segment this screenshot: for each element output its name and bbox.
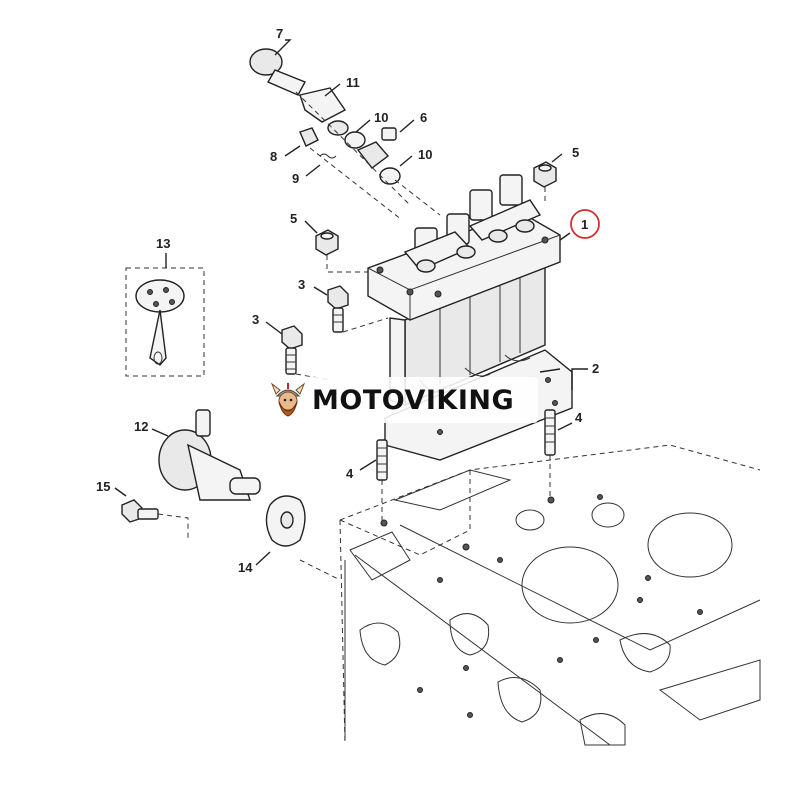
callout-10: 10: [374, 110, 388, 125]
stud-bolts: [376, 409, 556, 522]
callout-5: 5: [572, 145, 579, 160]
callout-15: 15: [96, 479, 110, 494]
callout-labels: 7 11 10 6 8 9 10 5 5 13 3 3 2 4 4 12 15 …: [96, 26, 600, 575]
callout-leaders: [114, 39, 588, 566]
callout-6: 6: [420, 110, 427, 125]
inset-part-13: [125, 267, 205, 377]
callout-4: 4: [346, 466, 354, 481]
viking-mascot-icon: [270, 382, 306, 417]
callout-13: 13: [156, 236, 170, 251]
callout-11: 11: [346, 75, 360, 90]
callout-3: 3: [298, 277, 305, 292]
callout-7: 7: [276, 26, 283, 41]
feed-pump: [121, 409, 341, 581]
highlight-circle: [570, 209, 600, 239]
watermark-banner: MOTOVIKING: [262, 377, 538, 423]
watermark-text: MOTOVIKING: [312, 384, 515, 416]
mounting-bolts: [281, 285, 389, 381]
callout-4: 4: [575, 410, 583, 425]
callout-9: 9: [292, 171, 299, 186]
engine-block: [339, 444, 761, 746]
callout-10: 10: [418, 147, 432, 162]
callout-12: 12: [134, 419, 148, 434]
nuts: [315, 161, 557, 273]
callout-8: 8: [270, 149, 277, 164]
injection-pump: [367, 174, 561, 407]
callout-5: 5: [290, 211, 297, 226]
callout-3: 3: [252, 312, 259, 327]
delivery-valve-holders: [403, 174, 542, 273]
fuel-line-fittings: [249, 48, 441, 221]
callout-1: 1: [581, 217, 588, 232]
callout-2: 2: [592, 361, 599, 376]
callout-14: 14: [238, 560, 253, 575]
